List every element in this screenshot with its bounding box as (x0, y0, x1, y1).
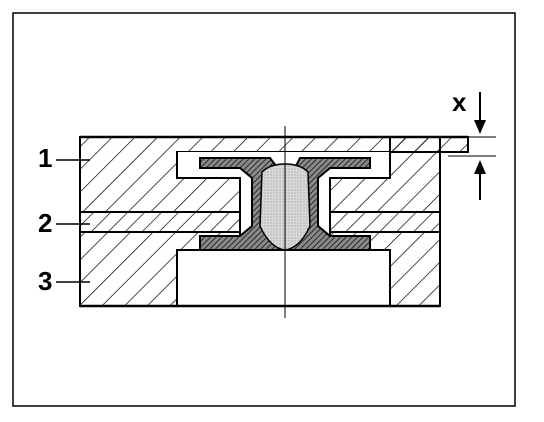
sheet-plate-left (79, 211, 241, 233)
dimension-label: x (452, 87, 467, 117)
callout-3: 3 (38, 266, 52, 296)
dimension-arrow-down (474, 92, 486, 134)
sheet-plate-right (329, 211, 441, 233)
callout-1: 1 (38, 143, 52, 173)
figure-frame (12, 12, 516, 407)
callout-2: 2 (38, 208, 52, 238)
dimension-arrow-up (474, 160, 486, 200)
